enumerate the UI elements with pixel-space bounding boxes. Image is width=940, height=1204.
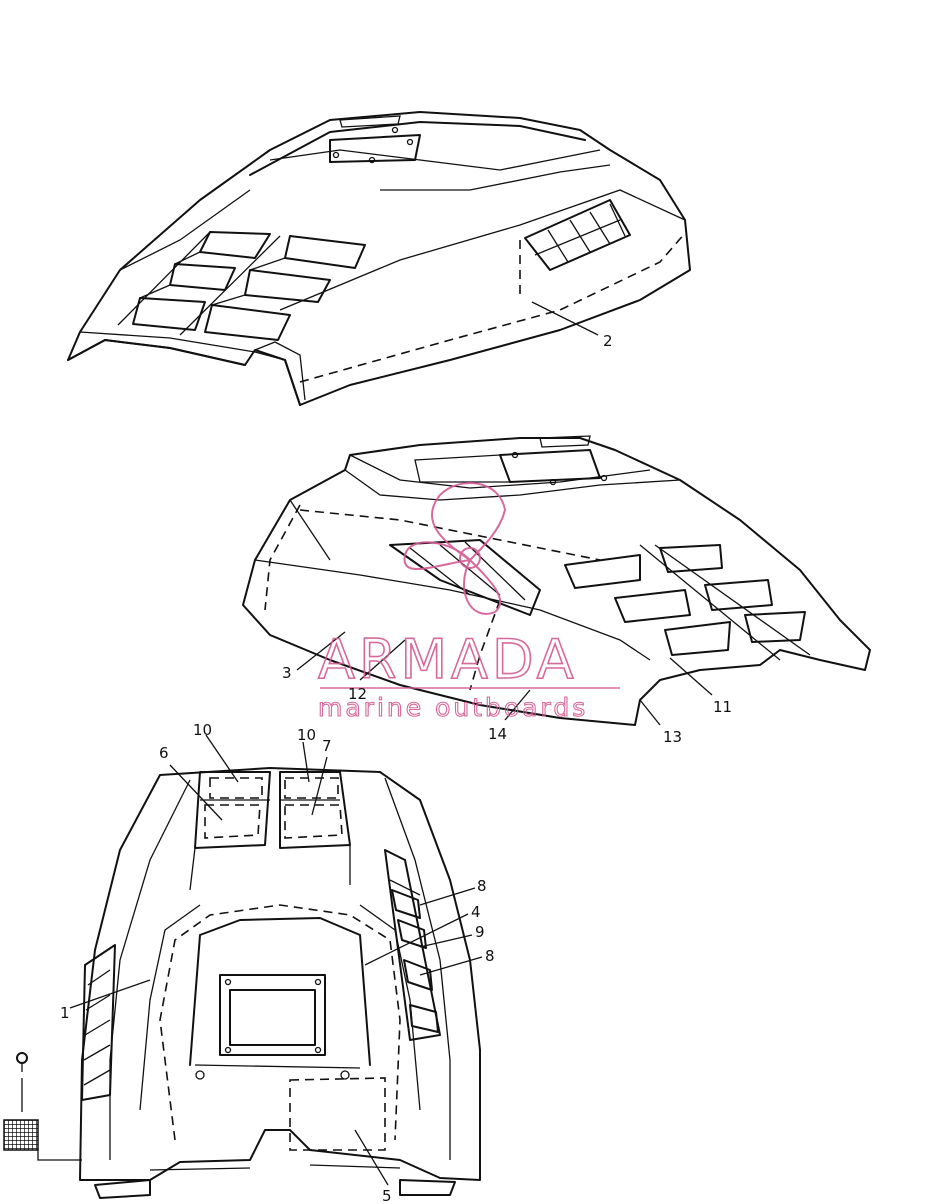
hood-view-bottom bbox=[3, 734, 483, 1199]
callout-7: 7 bbox=[322, 737, 332, 755]
leader-7 bbox=[311, 756, 328, 816]
leader-9 bbox=[419, 934, 473, 948]
hood-view-middle bbox=[242, 435, 871, 726]
hood-view-top bbox=[67, 111, 691, 406]
callout-8-upper: 8 bbox=[477, 877, 487, 895]
callout-1: 1 bbox=[60, 1004, 70, 1022]
leader-3 bbox=[296, 631, 346, 671]
leader-6 bbox=[169, 764, 223, 821]
callout-2: 2 bbox=[603, 332, 613, 350]
leader-4 bbox=[364, 913, 469, 966]
right-grille bbox=[384, 849, 441, 1041]
callout-4: 4 bbox=[471, 903, 481, 921]
watermark-brand: ARMADA bbox=[318, 628, 578, 691]
callout-14: 14 bbox=[488, 725, 507, 743]
leader-10a bbox=[205, 734, 239, 783]
callout-8-lower: 8 bbox=[485, 947, 495, 965]
mesh-filter bbox=[3, 1119, 39, 1151]
left-grille bbox=[81, 944, 116, 1101]
leader-5 bbox=[354, 1129, 389, 1186]
leader-12 bbox=[359, 639, 406, 681]
side-grille-middle bbox=[389, 539, 541, 616]
leader-13 bbox=[639, 699, 661, 726]
callout-10-left: 10 bbox=[193, 721, 212, 739]
vent-louvers-middle bbox=[564, 544, 811, 661]
leader-1 bbox=[69, 979, 151, 1009]
leader-11 bbox=[669, 657, 713, 696]
fastener-screw bbox=[16, 1052, 28, 1112]
side-grille bbox=[524, 199, 631, 271]
leader-8a bbox=[419, 887, 476, 906]
callout-10-right: 10 bbox=[297, 726, 316, 744]
callout-5: 5 bbox=[382, 1187, 392, 1204]
vent-louvers bbox=[117, 231, 366, 341]
leader-10b bbox=[302, 741, 310, 783]
callout-11: 11 bbox=[713, 698, 732, 716]
leader-14 bbox=[504, 689, 531, 721]
callout-9: 9 bbox=[475, 923, 485, 941]
armada-watermark: ARMADA marine outboards bbox=[317, 482, 620, 723]
callout-6: 6 bbox=[159, 744, 169, 762]
callout-labels: 2 3 12 14 13 11 10 10 6 7 8 4 9 8 1 5 bbox=[60, 332, 732, 1204]
leader-8b bbox=[419, 956, 483, 976]
propeller-logo-icon bbox=[403, 482, 507, 615]
watermark-tagline: marine outboards bbox=[318, 693, 588, 722]
leader-2 bbox=[531, 301, 599, 336]
callout-12: 12 bbox=[348, 685, 367, 703]
callout-13: 13 bbox=[663, 728, 682, 746]
callout-3: 3 bbox=[282, 664, 292, 682]
